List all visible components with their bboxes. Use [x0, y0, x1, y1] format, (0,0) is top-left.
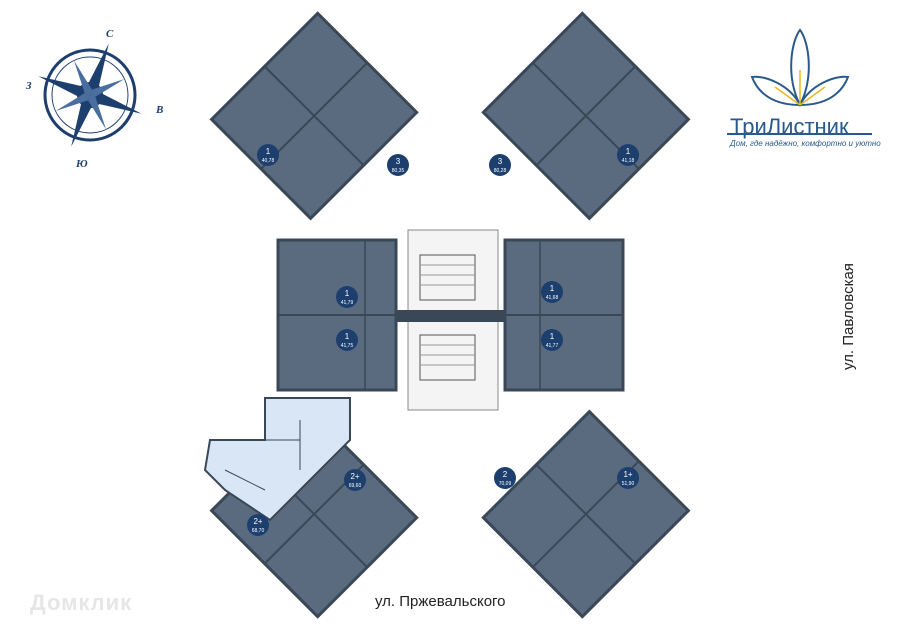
compass-west: З — [25, 80, 32, 92]
apartment-area: 41,77 — [546, 343, 559, 349]
apartment-area: 70,09 — [499, 481, 512, 487]
apartment-area: 80,35 — [392, 168, 405, 174]
apartment-area: 40,78 — [262, 158, 275, 164]
apartment-badge-circle — [336, 329, 358, 351]
apartment-area: 41,68 — [546, 295, 559, 301]
apartment-badge-circle — [257, 144, 279, 166]
apartment-rooms: 2 — [503, 470, 508, 479]
apartment-rooms: 2+ — [253, 517, 262, 526]
compass-east: В — [155, 104, 163, 116]
compass-north: С — [106, 28, 114, 40]
logo-name: ТриЛистник — [730, 114, 849, 139]
apartment-badge-circle — [489, 154, 511, 176]
wing-top-left — [209, 11, 419, 221]
apartment-area: 69,60 — [349, 483, 362, 489]
apartment-badge[interactable]: 2+ 69,60 — [344, 469, 366, 491]
apartment-badge-circle — [617, 144, 639, 166]
apartment-rooms: 1 — [345, 289, 350, 298]
street-label-bottom: ул. Пржевальского — [375, 593, 506, 610]
apartment-rooms: 1 — [550, 284, 555, 293]
apartment-rooms: 2+ — [350, 472, 359, 481]
apartment-badge-circle — [336, 286, 358, 308]
apartment-badge[interactable]: 141,79 — [336, 286, 358, 308]
apartment-badge[interactable]: 380,35 — [387, 154, 409, 176]
apartment-badge[interactable]: 141,75 — [336, 329, 358, 351]
apartment-rooms: 1+ — [623, 470, 632, 479]
compass-south: Ю — [75, 158, 88, 170]
watermark: Домклик — [30, 590, 133, 615]
apartment-badge[interactable]: 141,18 — [617, 144, 639, 166]
logo-divider — [727, 133, 872, 135]
apartment-rooms: 1 — [266, 147, 271, 156]
apartment-badge-circle — [344, 469, 366, 491]
logo-tagline: Дом, где надёжно, комфортно и уютно — [730, 139, 881, 148]
apartment-badge-circle — [617, 467, 639, 489]
apartment-area: 41,75 — [341, 343, 354, 349]
apartment-area: 41,18 — [622, 158, 635, 164]
trefoil-logo-icon — [750, 28, 850, 108]
apartment-badge[interactable]: 140,78 — [257, 144, 279, 166]
apartment-area: 68,70 — [252, 528, 265, 534]
apartment-badge[interactable]: 141,68 — [541, 281, 563, 303]
apartment-badge-circle — [387, 154, 409, 176]
highlighted-apartment[interactable] — [203, 397, 351, 522]
apartment-area: 51,90 — [622, 481, 635, 487]
apartment-rooms: 1 — [550, 332, 555, 341]
compass-rose: С В Ю З — [25, 28, 163, 170]
apartment-rooms: 3 — [498, 157, 503, 166]
apartment-badge-circle — [541, 329, 563, 351]
stairwell-top — [419, 254, 476, 301]
apartment-badge-circle — [494, 467, 516, 489]
apartment-rooms: 1 — [345, 332, 350, 341]
apartment-badge[interactable]: 1+ 51,90 — [617, 467, 639, 489]
apartment-rooms: 1 — [626, 147, 631, 156]
apartment-badge[interactable]: 2+ 68,70 — [247, 514, 269, 536]
apartment-badge-circle — [541, 281, 563, 303]
apartment-badge[interactable]: 380,28 — [489, 154, 511, 176]
apartment-badge[interactable]: 141,77 — [541, 329, 563, 351]
street-label-right: ул. Павловская — [840, 263, 857, 370]
stairwell-bottom — [419, 334, 476, 381]
apartment-area: 41,79 — [341, 300, 354, 306]
apartment-badge-circle — [247, 514, 269, 536]
apartment-rooms: 3 — [396, 157, 401, 166]
apartment-area: 80,28 — [494, 168, 507, 174]
apartment-badge[interactable]: 270,09 — [494, 467, 516, 489]
wing-bottom-right — [481, 409, 691, 619]
